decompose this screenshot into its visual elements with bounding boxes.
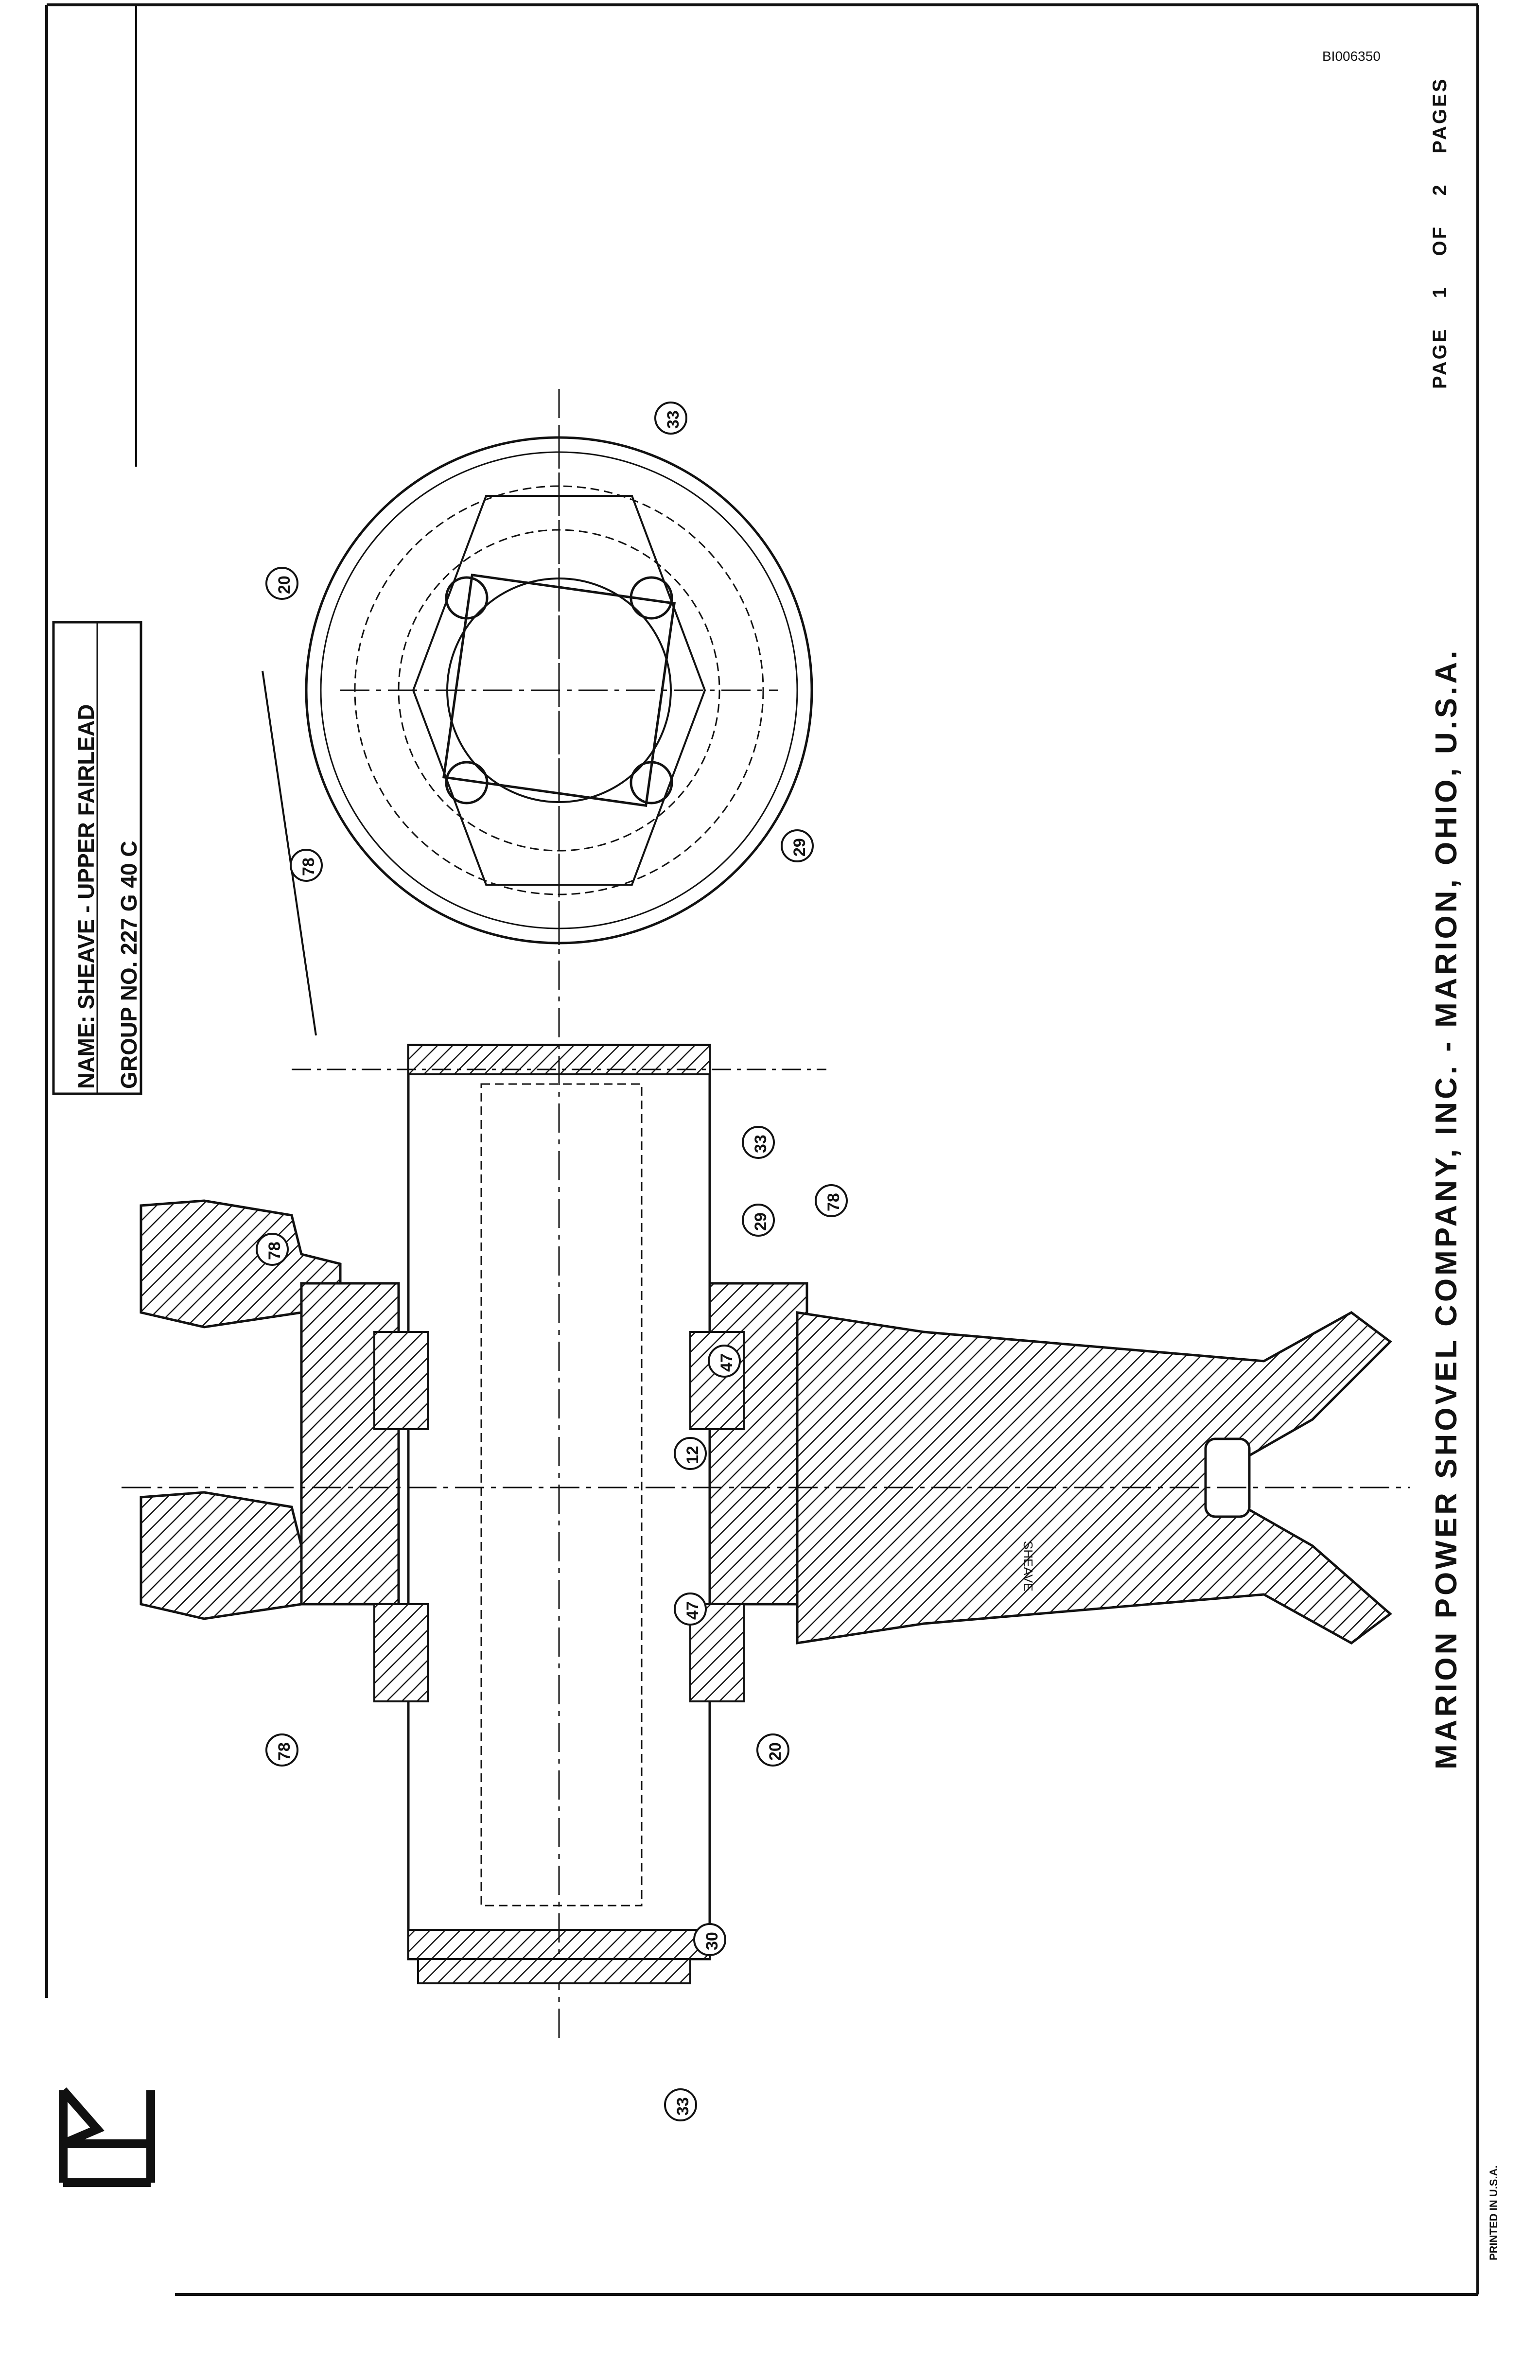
- name-row: NAME: SHEAVE - UPPER FAIRLEAD: [73, 704, 99, 1089]
- part-name: SHEAVE - UPPER FAIRLEAD: [73, 704, 99, 1010]
- group-label: GROUP NO.: [116, 961, 141, 1089]
- pages-label: PAGES: [1429, 77, 1451, 154]
- callout-33: 33: [664, 410, 682, 429]
- callout-12: 12: [683, 1446, 702, 1464]
- sheave-section-view: [122, 389, 1410, 2042]
- callout-29: 29: [790, 838, 809, 857]
- callout-20: 20: [275, 576, 294, 594]
- sheave-end-view: [305, 428, 813, 953]
- page-info: PAGE 1 OF 2 PAGES: [1429, 77, 1451, 389]
- callout-78-c: 78: [824, 1193, 843, 1211]
- view-leader-arrow: [262, 670, 317, 1036]
- callout-78: 78: [299, 858, 318, 876]
- printed-in-usa: PRINTED IN U.S.A.: [1488, 2165, 1500, 2260]
- page-number: 1: [1429, 285, 1451, 298]
- name-label: NAME:: [73, 1015, 99, 1089]
- callout-47-b: 47: [683, 1601, 702, 1620]
- callout-33-b: 33: [752, 1135, 770, 1153]
- callout-30: 30: [703, 1932, 721, 1950]
- sheave-annotation: SHEAVE: [1021, 1541, 1035, 1592]
- callout-33-c: 33: [674, 2097, 692, 2116]
- group-row: GROUP NO. 227 G 40 C: [116, 841, 142, 1089]
- callout-bubbles: [256, 402, 848, 2121]
- callout-20-b: 20: [766, 1742, 785, 1761]
- callout-47: 47: [718, 1353, 736, 1372]
- page-label: PAGE: [1429, 327, 1451, 389]
- group-number: 227 G 40 C: [116, 840, 141, 955]
- marion-logo: [59, 2087, 155, 2187]
- of-label: OF: [1429, 225, 1451, 256]
- document-id: BI006350: [1322, 49, 1381, 64]
- company-line: MARION POWER SHOVEL COMPANY, INC. - MARI…: [1430, 648, 1463, 1769]
- total-pages: 2: [1429, 183, 1451, 196]
- callout-78-d: 78: [275, 1742, 294, 1761]
- callout-29-b: 29: [752, 1212, 770, 1231]
- sheet-border: [45, 3, 1479, 2296]
- callout-78-b: 78: [265, 1242, 284, 1260]
